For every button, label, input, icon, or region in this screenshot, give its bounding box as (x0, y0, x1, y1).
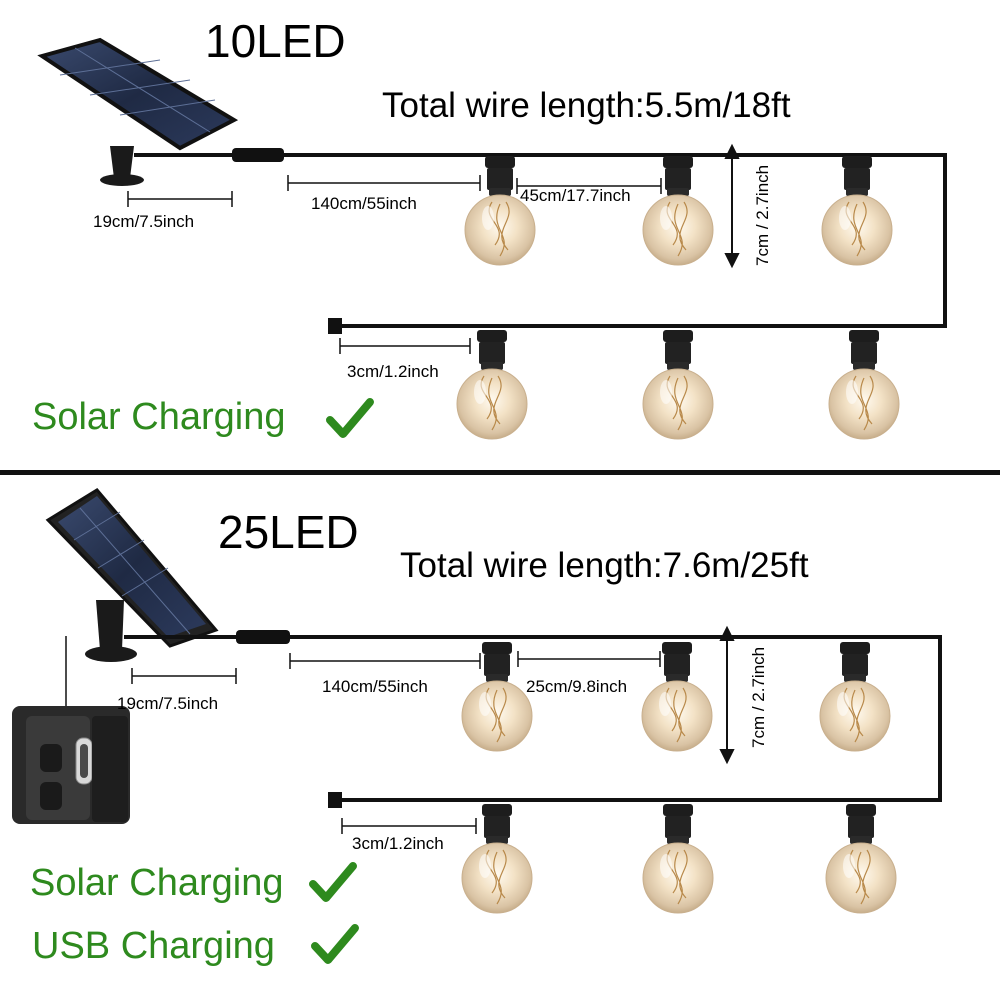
dim-bulb-spacing-label: 45cm/17.7inch (520, 186, 631, 205)
bottom-usb-charging-label: USB Charging (32, 925, 275, 967)
dim-lead-wire (287, 175, 481, 191)
bulb-icon (825, 803, 897, 914)
bottom-total-wire-length: Total wire length:7.6m/25ft (400, 546, 809, 585)
bottom-wire (335, 635, 942, 802)
connector-icon (232, 148, 284, 162)
solar-panel-icon (45, 488, 219, 662)
bulb-icon (642, 329, 714, 440)
bottom-solar-charging-label: Solar Charging (30, 862, 283, 904)
top-solar-charging-label: Solar Charging (32, 396, 285, 438)
dim-end-label: 3cm/1.2inch (352, 834, 444, 853)
top-title: 10LED (205, 15, 346, 67)
bulb-icon (461, 803, 533, 914)
solar-panel-icon (37, 37, 239, 186)
usb-port-icon (12, 636, 130, 824)
dim-end-label: 3cm/1.2inch (347, 362, 439, 381)
bulb-icon (642, 803, 714, 914)
dim-end (339, 338, 471, 354)
wire-end-cap (328, 792, 342, 808)
connector-icon (236, 630, 290, 644)
dim-bulb-spacing (516, 178, 662, 194)
dim-lead-wire-label: 140cm/55inch (311, 194, 417, 213)
dim-panel-stake-label: 19cm/7.5inch (93, 212, 194, 231)
bottom-title: 25LED (218, 506, 359, 558)
section-divider (0, 470, 1000, 475)
top-section: 10LED Total wire length:5.5m/18ft (32, 15, 947, 440)
dim-drop (724, 143, 740, 269)
top-wire (335, 153, 947, 328)
dim-panel-stake (127, 191, 233, 207)
dim-panel-stake-label: 19cm/7.5inch (117, 694, 218, 713)
check-icon (313, 866, 353, 898)
dim-bulb-spacing-label: 25cm/9.8inch (526, 677, 627, 696)
dim-end (341, 818, 477, 834)
bulb-icon (821, 155, 893, 266)
bulb-icon (642, 155, 714, 266)
bulb-icon (464, 155, 536, 266)
dim-lead-wire (289, 653, 481, 669)
dim-drop-label: 7cm / 2.7inch (749, 647, 768, 748)
bottom-section: 25LED Total wire length:7.6m/25ft (12, 488, 942, 967)
dim-bulb-spacing (517, 651, 661, 667)
dim-panel-stake (131, 668, 237, 684)
dim-lead-wire-label: 140cm/55inch (322, 677, 428, 696)
dim-drop (719, 625, 735, 765)
bulb-icon (828, 329, 900, 440)
top-total-wire-length: Total wire length:5.5m/18ft (382, 86, 791, 125)
check-icon (315, 928, 355, 960)
wire-end-cap (328, 318, 342, 334)
bulb-icon (819, 641, 891, 752)
dim-drop-label: 7cm / 2.7inch (753, 165, 772, 266)
check-icon (330, 402, 370, 434)
